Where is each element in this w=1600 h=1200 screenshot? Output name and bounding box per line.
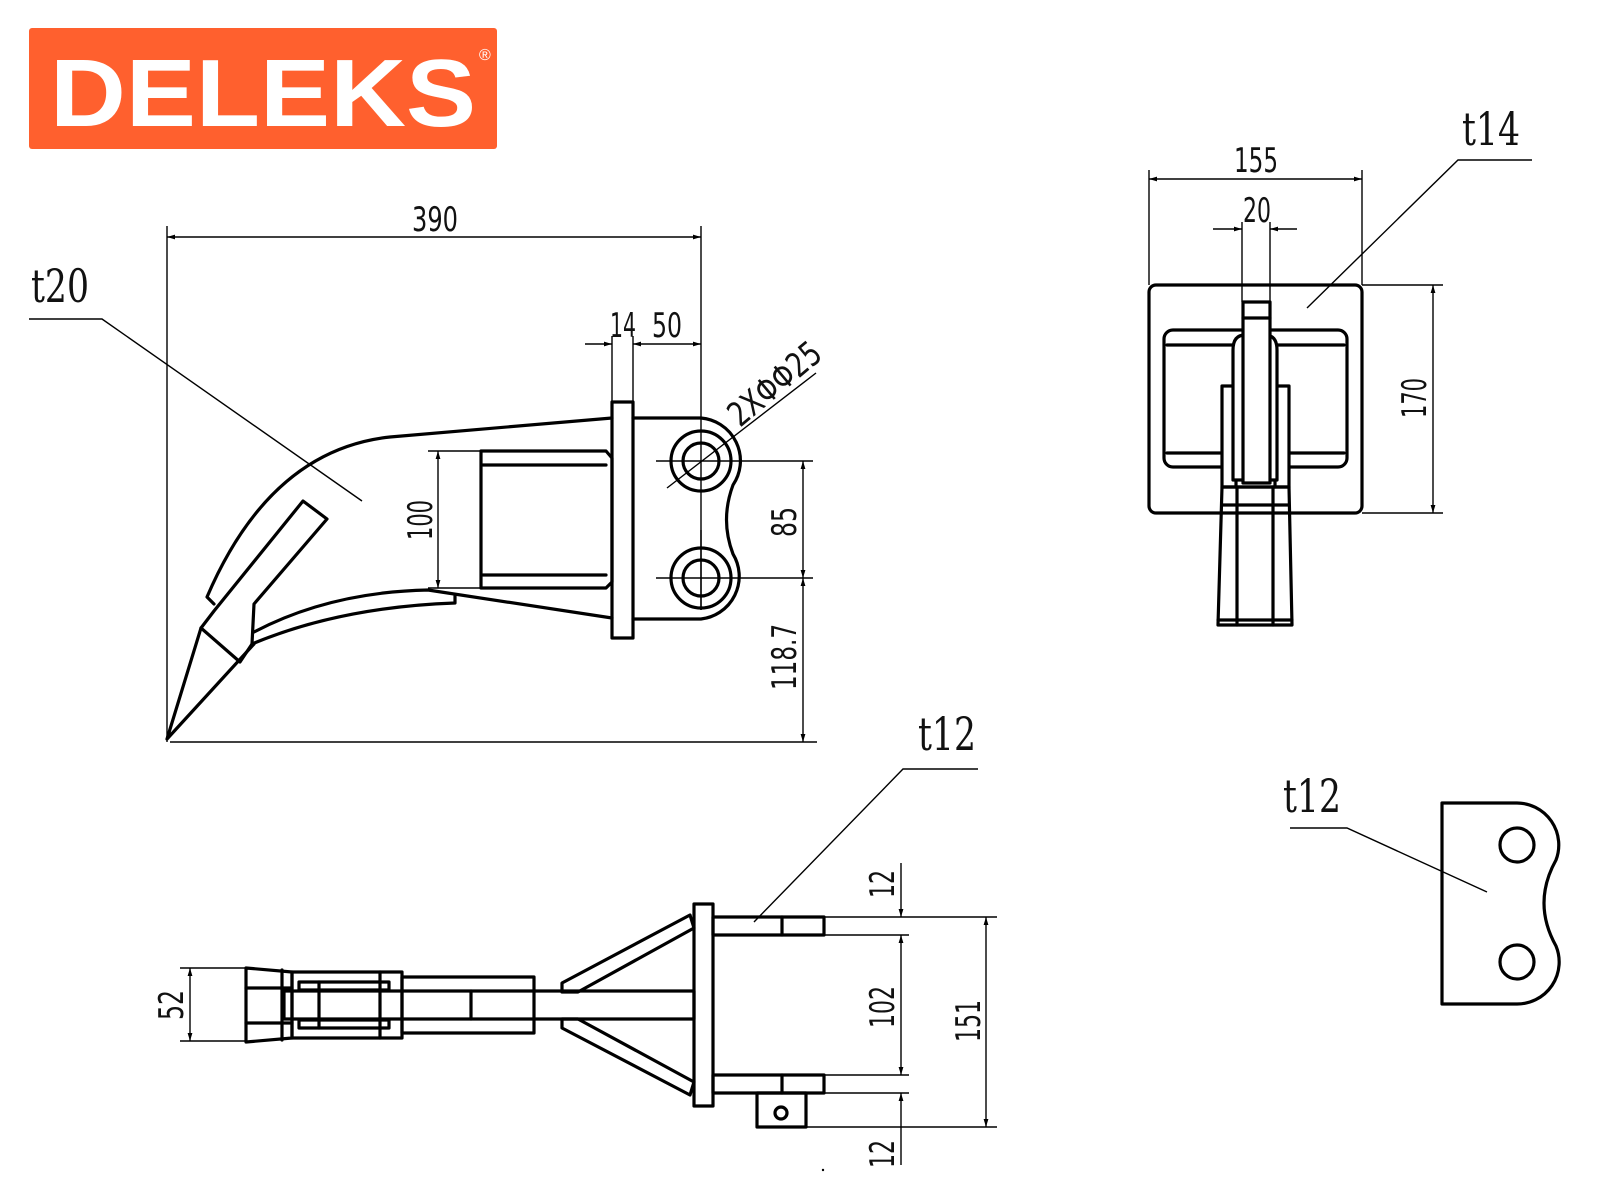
lug-hole	[1498, 826, 1536, 864]
shank-box	[479, 449, 614, 590]
lower-brace	[560, 1017, 696, 1097]
registered-mark: ®	[479, 47, 491, 64]
dim-ear-bottom: 12	[863, 1140, 903, 1168]
dim-overall-length: 390	[412, 200, 458, 240]
pin-lug	[631, 416, 743, 621]
tab-hole	[773, 1105, 789, 1121]
thickness-label-t12-lug: t12	[1283, 769, 1341, 823]
dim-height: 170	[1395, 378, 1435, 418]
lug-plate	[1440, 801, 1561, 1006]
logo-text: DELEKS	[50, 40, 476, 147]
dim-pin-height: 118.7	[765, 624, 805, 690]
lug-detail: t12	[1283, 769, 1561, 1006]
mounting-plate	[610, 400, 635, 640]
front-view: 155 20 t14 170	[1147, 102, 1532, 627]
lower-ear	[711, 1073, 826, 1095]
lug-hole	[1498, 943, 1536, 981]
dim-tooth-width: 52	[152, 990, 192, 1020]
dim-pin-offset: 50	[652, 306, 682, 346]
upper-ear	[711, 915, 826, 937]
central-bar	[282, 989, 696, 1021]
ripper-body-bottom	[252, 588, 614, 634]
deleks-logo: DELEKS ®	[29, 28, 497, 149]
tooth-tip	[165, 626, 256, 741]
thickness-label-t12: t12	[918, 707, 976, 761]
leader-t12	[753, 768, 978, 923]
top-view: t12 12 102 151 12	[152, 707, 997, 1172]
mounting-plate-top	[692, 902, 715, 1108]
dim-plate: 14	[610, 306, 636, 346]
dim-total: 151	[949, 1000, 989, 1042]
upper-brace	[560, 913, 696, 994]
thickness-label-t20: t20	[31, 259, 89, 313]
dim-ear-gap: 102	[863, 986, 903, 1028]
tab	[755, 1091, 808, 1129]
side-view: 390 t20 14 50 2XΦΦ25 85 118.7 100	[29, 200, 830, 743]
dim-shank-height: 100	[401, 500, 441, 540]
leader-t12-lug	[1290, 827, 1488, 893]
leader-t20	[29, 318, 363, 502]
dim-blade: 20	[1243, 191, 1271, 231]
thickness-label-t14: t14	[1462, 102, 1520, 156]
tooth-front	[1216, 485, 1294, 627]
logo-background	[29, 28, 497, 149]
dim-ear-top: 12	[863, 870, 903, 898]
leader-t14	[1306, 159, 1532, 309]
shank-top	[400, 975, 536, 1035]
tooth-top	[244, 966, 294, 1044]
mounting-plate-front	[1147, 283, 1364, 515]
dim-pin-spacing: 85	[765, 507, 805, 537]
ripper-wear-strip	[250, 594, 457, 646]
dim-hole-diameter: 2XΦΦ25	[720, 334, 830, 435]
ripper-body-top	[205, 416, 614, 606]
leader-holes	[666, 372, 817, 489]
blade-section	[1241, 300, 1272, 485]
dim-width: 155	[1234, 141, 1278, 181]
